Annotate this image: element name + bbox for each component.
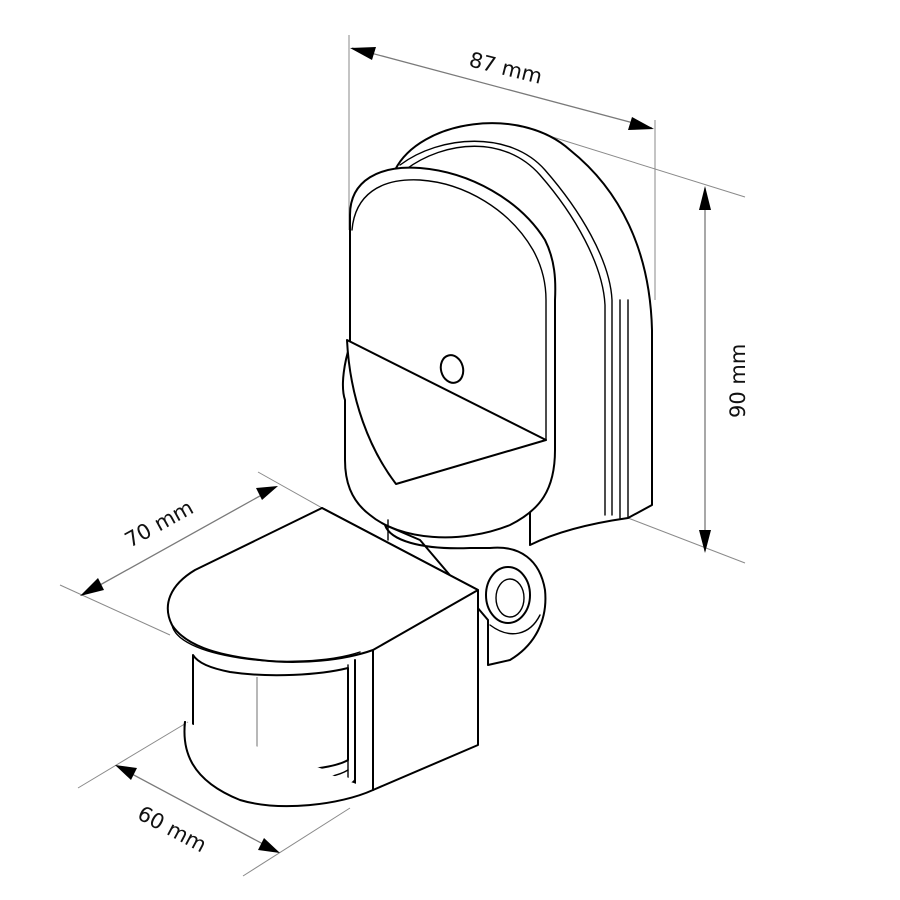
arrowhead-icon [699, 530, 711, 553]
dimension-90mm: 90 mm [627, 186, 750, 564]
arrowhead-icon [256, 486, 278, 500]
arrowhead-icon [699, 186, 711, 210]
arrowhead-icon [115, 765, 137, 780]
arrowhead-icon [350, 47, 376, 60]
arrowhead-icon [628, 117, 654, 130]
dimension-label-70mm: 70 mm [121, 495, 198, 552]
dimension-label-90mm: 90 mm [726, 344, 750, 418]
swivel-joint [384, 519, 547, 666]
wall-mount-base [341, 122, 653, 546]
dimension-label-87mm: 87 mm [467, 48, 545, 89]
sensor-head [166, 507, 479, 791]
pir-lens [183, 654, 374, 808]
arrowhead-icon [80, 578, 104, 596]
mount-adjustment-indicator [439, 354, 465, 384]
arrowhead-icon [258, 838, 280, 853]
